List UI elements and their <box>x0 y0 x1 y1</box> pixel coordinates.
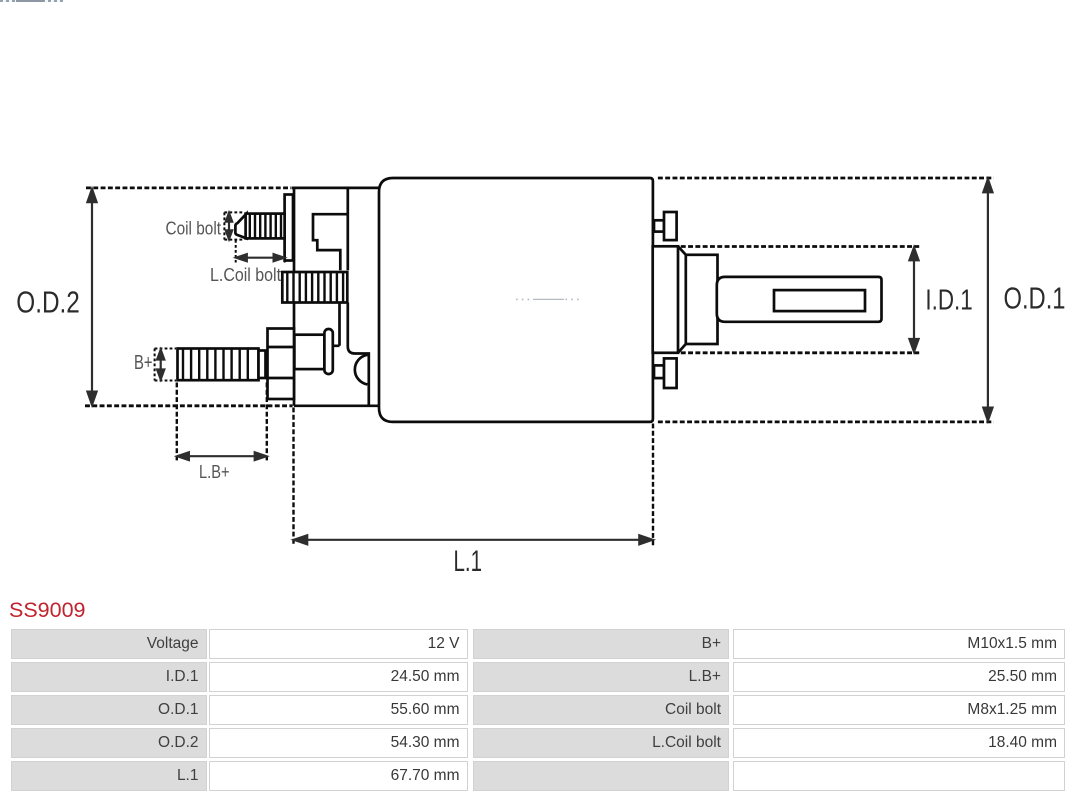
svg-text:O.D.2: O.D.2 <box>16 285 80 320</box>
svg-text:I.D.1: I.D.1 <box>925 285 972 317</box>
svg-text:L.B+: L.B+ <box>199 461 230 482</box>
svg-text:B+: B+ <box>134 351 153 374</box>
svg-text:L.1: L.1 <box>454 545 483 578</box>
svg-text:L.Coil bolt: L.Coil bolt <box>210 264 281 285</box>
svg-text:Coil bolt: Coil bolt <box>166 217 222 238</box>
svg-text:O.D.1: O.D.1 <box>1004 281 1066 316</box>
